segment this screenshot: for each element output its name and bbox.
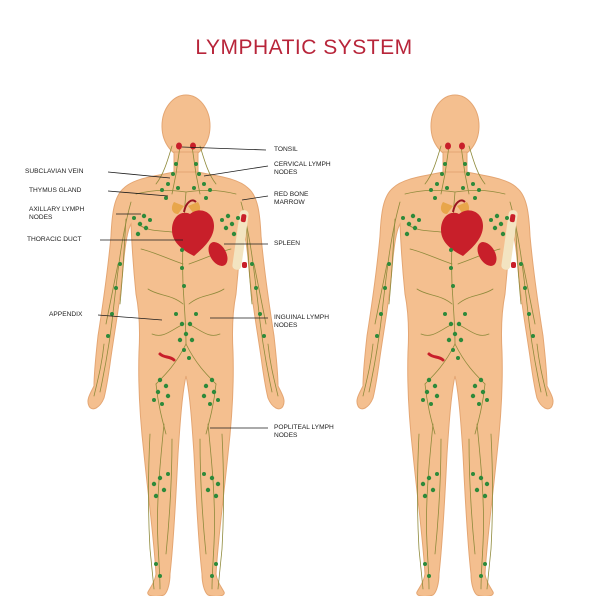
label-axillary-lymph-nodes: AXILLARY LYMPH NODES (29, 206, 85, 221)
label-red-bone-marrow: RED BONE MARROW (274, 191, 309, 206)
label-thoracic-duct: THORACIC DUCT (27, 236, 82, 243)
diagram-title: LYMPHATIC SYSTEM (195, 36, 413, 59)
label-appendix: APPENDIX (49, 311, 83, 318)
label-popliteal-lymph-nodes: POPLITEAL LYMPH NODES (274, 424, 334, 439)
label-subclavian-vein: SUBCLAVIAN VEIN (25, 168, 84, 175)
body-figure-front (87, 94, 285, 596)
label-inguinal-lymph-nodes: INGUINAL LYMPH NODES (274, 314, 329, 329)
label-thymus-gland: THYMUS GLAND (29, 187, 82, 194)
leader-lines (97, 146, 269, 429)
label-cervical-lymph-nodes: CERVICAL LYMPH NODES (274, 161, 331, 176)
label-tonsil: TONSIL (274, 146, 298, 153)
label-spleen: SPLEEN (274, 240, 301, 247)
body-figure-secondary (356, 94, 554, 596)
